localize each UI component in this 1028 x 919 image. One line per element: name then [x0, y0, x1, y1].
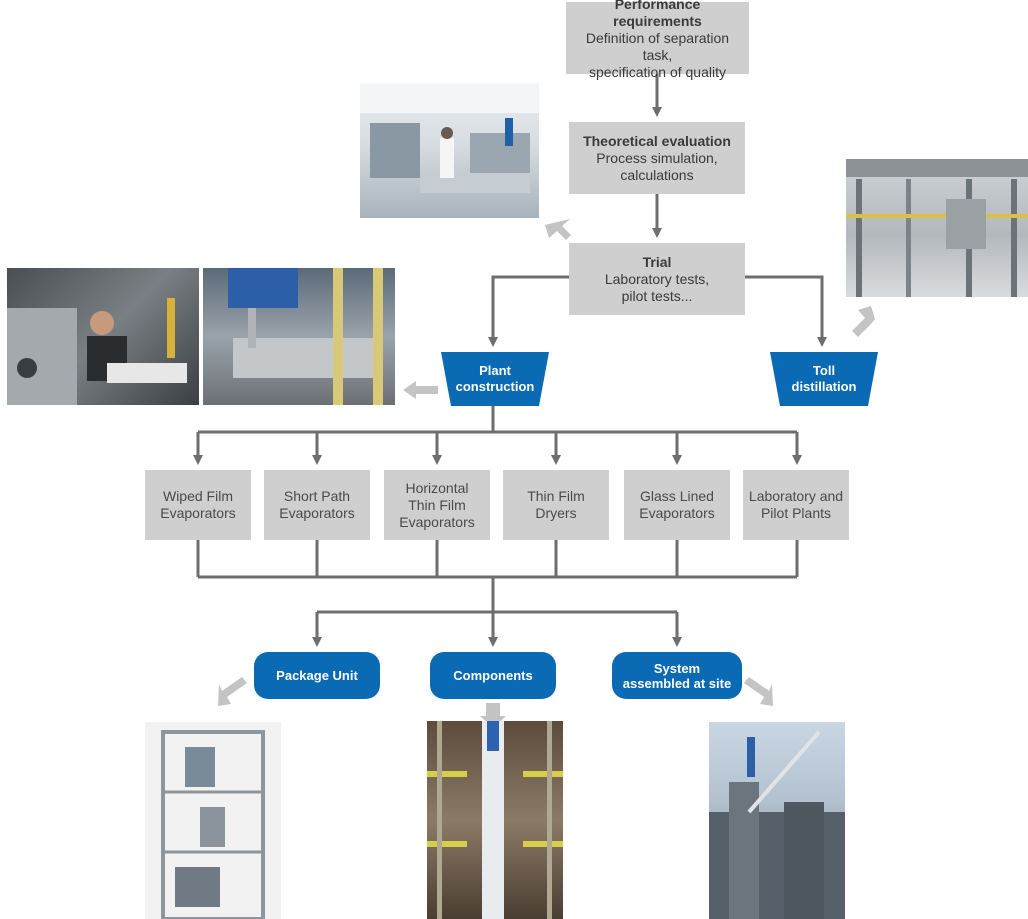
eq-label-line2: Dryers: [535, 505, 577, 521]
eq-label-line2: Evaporators: [160, 505, 236, 521]
plant-construction-node: Plant construction: [441, 352, 549, 406]
plant-construction-shape: [441, 352, 549, 406]
components-label: Components: [453, 668, 533, 683]
system-site-photo-art: [709, 730, 845, 919]
eq-label-line3: Evaporators: [399, 513, 475, 530]
workshop-photo-welding: [7, 268, 199, 405]
toll-line1: Toll: [812, 363, 836, 378]
system-site-photo: [709, 722, 845, 919]
components-photo: [427, 721, 563, 919]
eq-label-line1: Thin Film: [527, 488, 585, 504]
toll-line2: distillation: [791, 379, 857, 394]
eq-label-line2: Evaporators: [639, 505, 715, 521]
arrow-trial-to-toll: [745, 275, 827, 347]
package-unit-pill: Package Unit: [254, 652, 380, 699]
toll-distillation-shape: [770, 352, 878, 406]
arrow-to-workshop-photos: [403, 381, 438, 399]
performance-line1: Definition of separation task,: [585, 29, 730, 63]
eq-label-line1: Wiped Film: [162, 488, 233, 504]
trial-line2: pilot tests...: [621, 287, 693, 304]
performance-requirements-box: Performance requirements Definition of s…: [566, 0, 749, 80]
package-unit-label: Package Unit: [276, 668, 358, 683]
components-pill: Components: [430, 652, 556, 699]
eq-label-line2: Thin Film: [408, 496, 466, 513]
workshop-photo-assembly-art: [228, 268, 383, 405]
performance-title: Performance requirements: [613, 0, 702, 29]
arrow-trial-to-plant: [488, 275, 569, 347]
plant-line2: construction: [455, 379, 535, 394]
trial-title: Trial: [642, 253, 672, 270]
toll-distillation-node: Toll distillation: [770, 352, 878, 406]
trial-box: Trial Laboratory tests, pilot tests...: [569, 243, 745, 315]
arrow-to-system-photo: [744, 677, 773, 706]
eq-label-line2: Pilot Plants: [760, 505, 832, 521]
system-line1: System: [653, 660, 701, 676]
eq-label-line1: Laboratory and: [748, 488, 844, 504]
package-unit-photo-art: [161, 730, 265, 919]
arrow-to-lab-photo: [545, 219, 571, 240]
workshop-photo-assembly: [203, 268, 395, 405]
eq-label-line2: Evaporators: [279, 505, 355, 521]
arrow-to-toll-photo: [852, 306, 875, 337]
theoretical-line2: calculations: [620, 166, 694, 183]
system-line2: assembled at site: [622, 675, 732, 691]
toll-plant-photo-art: [846, 159, 1028, 297]
eq-label-line1: Short Path: [283, 488, 351, 504]
components-photo-art: [427, 721, 563, 919]
theoretical-line1: Process simulation,: [596, 149, 718, 166]
plant-line1: Plant: [479, 363, 511, 378]
arrow-to-package-photo: [218, 677, 247, 706]
trial-line1: Laboratory tests,: [604, 270, 710, 287]
laboratory-photo: [360, 83, 539, 218]
theoretical-evaluation-box: Theoretical evaluation Process simulatio…: [569, 122, 745, 194]
toll-plant-photo: [846, 159, 1028, 297]
eq-label-line1: Glass Lined: [640, 488, 714, 504]
eq-label-line1: Horizontal: [405, 479, 469, 496]
performance-line2: specification of quality: [589, 63, 726, 80]
workshop-photo-welding-art: [7, 298, 187, 405]
package-unit-photo: [145, 722, 281, 919]
system-assembled-pill: System assembled at site: [612, 652, 742, 699]
theoretical-title: Theoretical evaluation: [583, 132, 731, 149]
laboratory-photo-art: [360, 83, 539, 193]
